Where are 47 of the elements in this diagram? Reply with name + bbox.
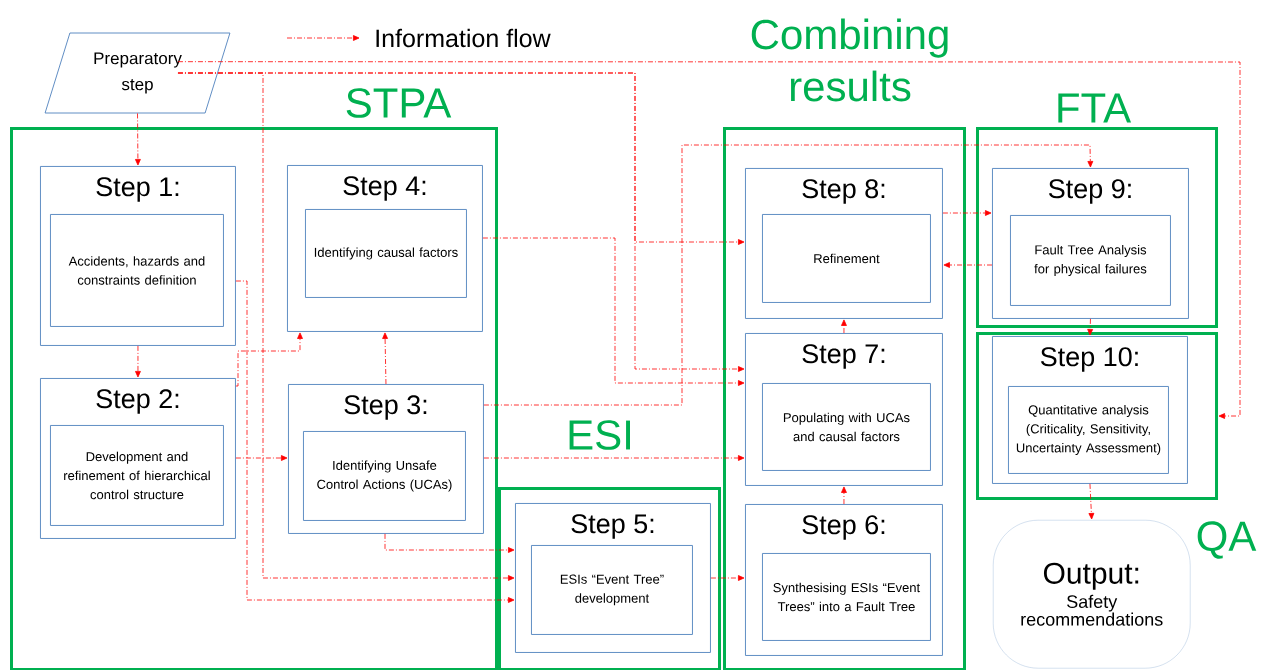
group-title: STPA [346, 88, 452, 118]
description-box: Refinement [762, 214, 931, 303]
arrow [483, 144, 1094, 406]
output-terminal: Output: Safety recommendations [993, 520, 1191, 669]
step-heading: Step 6: [802, 515, 885, 540]
step-heading: Step 3: [344, 395, 427, 420]
arrow [841, 319, 847, 334]
description-box: Identifying Unsafe Control Actions (UCAs) [303, 431, 466, 521]
data-parallelogram: Preparatory step [44, 32, 231, 114]
arrow [1087, 318, 1094, 336]
step-heading: Step 1: [96, 177, 179, 202]
arrow [482, 237, 745, 386]
description-box: Quantitative analysis (Criticality, Sensitivity, Uncertainty Assessment) [1008, 386, 1169, 474]
step-heading: Step 10: [1040, 347, 1138, 372]
arrow [942, 210, 992, 216]
arrow [235, 280, 515, 603]
step-heading: Step 7: [802, 344, 885, 369]
description-box: Identifying causal factors [305, 209, 467, 298]
arrow [710, 575, 745, 581]
arrow [177, 72, 745, 372]
step-heading: Step 2: [96, 389, 179, 414]
group-title: ESI [569, 420, 630, 450]
group-title: QA [1197, 521, 1257, 559]
arrow [1088, 483, 1095, 520]
arrow [382, 332, 388, 385]
legend-text: Information flow [376, 28, 551, 48]
step-heading: Step 8: [802, 179, 885, 204]
arrow [943, 262, 993, 268]
step-heading: Step 5: [571, 514, 654, 539]
arrow [384, 533, 515, 553]
step-heading: Step 9: [1048, 179, 1131, 204]
description-box: ESIs “Event Tree” development [531, 545, 693, 635]
arrow [841, 486, 847, 505]
description-box: Fault Tree Analysis for physical failures [1010, 215, 1171, 306]
description-box: Development and refinement of hierarchical control structure [50, 425, 224, 526]
description-box: Synthesising ESIs “Event Trees” into a Fault Tree [762, 553, 931, 641]
arrow [235, 455, 288, 461]
arrow [177, 61, 1241, 419]
description-box: Accidents, hazards and constraints definition [50, 214, 224, 327]
arrow [235, 332, 303, 387]
group-title: FTA [1058, 93, 1132, 123]
arrow [135, 113, 141, 166]
step-heading: Step 4: [343, 176, 426, 201]
description-box: Populating with UCAs and causal factors [762, 383, 931, 471]
group-title: Combining results [751, 18, 948, 102]
arrow [483, 455, 745, 461]
arrow [135, 345, 141, 378]
